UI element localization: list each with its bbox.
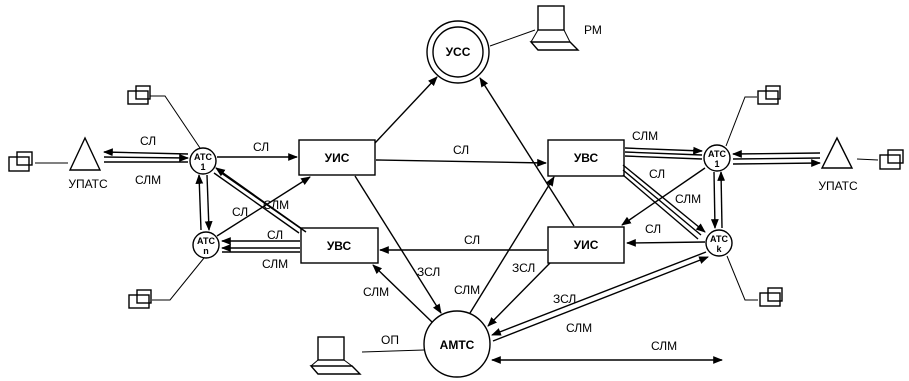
upats-right-node: УПАТС [818,136,858,193]
link-label-sl: СЛ [267,228,283,242]
link-label-slm: СЛМ [454,283,480,297]
link-label-sl: СЛ [232,205,248,219]
uvs-left-box: УВС [300,227,379,264]
link-label-sl: СЛ [464,233,480,247]
svg-text:УВС: УВС [574,151,599,165]
uis-right-box: УИС [547,226,625,264]
rm-label: РМ [584,23,602,37]
ats-right-k-node: АТС k [705,229,733,257]
link-label-sl: СЛ [253,140,269,154]
svg-text:n: n [203,246,209,256]
rm-terminal-icon: РМ [489,5,602,51]
link-label-zsl: ЗСЛ [417,265,440,279]
link-label-sl: СЛ [645,222,661,236]
uis-top-box: УИС [298,139,376,176]
op-label: ОП [381,333,399,347]
link-label-zsl: ЗСЛ [553,292,576,306]
link-label-slm: СЛМ [263,198,289,212]
svg-text:1: 1 [714,159,719,169]
svg-text:АТС: АТС [710,234,729,244]
ats-left-n-node: АТС n [192,231,220,259]
svg-text:УПАТС: УПАТС [68,177,108,191]
svg-text:АТС: АТС [708,149,727,159]
link-label-slm: СЛМ [651,339,677,353]
link-label-slm: СЛМ [675,192,701,206]
svg-text:1: 1 [200,162,205,172]
svg-text:УСС: УСС [446,45,471,59]
svg-text:УПАТС: УПАТС [818,179,858,193]
link-label-slm: СЛМ [632,129,658,143]
link-label-slm: СЛМ [566,321,592,335]
link-label-slm: СЛМ [363,285,389,299]
link-label-sl: СЛ [649,167,665,181]
link-label-slm: СЛМ [262,257,288,271]
svg-text:АМТС: АМТС [440,338,475,352]
svg-text:АТС: АТС [194,152,213,162]
amts-node: АМТС [423,310,491,378]
upats-left-node: УПАТС [68,136,108,191]
link-label-zsl: ЗСЛ [512,261,535,275]
svg-text:k: k [716,244,722,254]
op-terminal-icon: ОП [309,333,425,375]
svg-text:УИС: УИС [574,238,599,252]
link-label-slm: СЛМ [135,173,161,187]
svg-text:УИС: УИС [325,151,350,165]
link-label-sl: СЛ [453,143,469,157]
svg-text:АТС: АТС [197,236,216,246]
link-label-sl: СЛ [140,134,156,148]
svg-text:УВС: УВС [327,239,352,253]
ats-right-1-node: АТС 1 [703,144,731,172]
uss-node: УСС [426,20,490,84]
phone-icon [8,85,904,309]
ats-left-1-node: АТС 1 [189,147,217,175]
uvs-right-box: УВС [547,139,625,177]
